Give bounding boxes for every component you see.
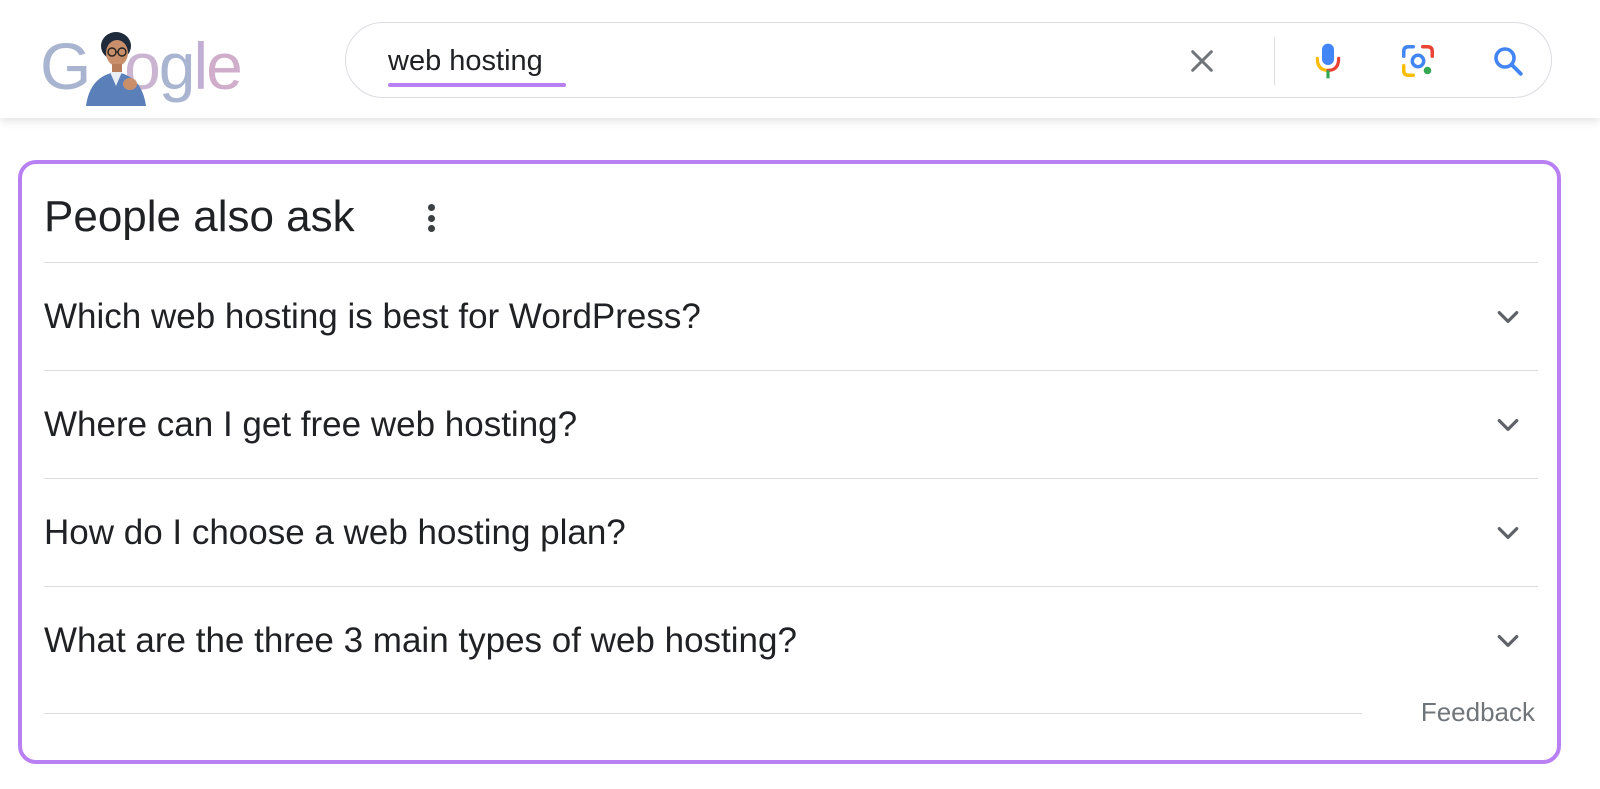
chevron-down-icon xyxy=(1497,635,1519,647)
search-query-highlight xyxy=(388,83,566,87)
question-text: What are the three 3 main types of web h… xyxy=(44,620,797,660)
camera-lens-icon xyxy=(1402,45,1434,77)
question-text: Which web hosting is best for WordPress? xyxy=(44,296,701,336)
people-also-ask-panel: People also ask Which web hosting is bes… xyxy=(18,160,1561,764)
search-box-divider xyxy=(1274,37,1275,85)
more-options-button[interactable] xyxy=(420,200,442,236)
microphone-icon xyxy=(1315,43,1341,79)
paa-question-3[interactable]: How do I choose a web hosting plan? xyxy=(44,479,1538,586)
paa-question-list: Which web hosting is best for WordPress?… xyxy=(44,262,1538,694)
doodle-person-icon xyxy=(86,32,146,106)
expand-question-button[interactable] xyxy=(1490,407,1526,443)
paa-question-4[interactable]: What are the three 3 main types of web h… xyxy=(44,587,1538,694)
question-divider xyxy=(44,262,1538,263)
search-box[interactable]: web hosting xyxy=(345,22,1552,98)
question-divider xyxy=(44,370,1538,371)
question-text: How do I choose a web hosting plan? xyxy=(44,512,626,552)
question-divider xyxy=(44,586,1538,587)
question-text: Where can I get free web hosting? xyxy=(44,404,578,444)
clear-search-button[interactable] xyxy=(1180,39,1224,83)
expand-question-button[interactable] xyxy=(1490,515,1526,551)
search-header: Google web hosting xyxy=(0,0,1600,118)
close-icon xyxy=(1191,50,1213,72)
chevron-down-icon xyxy=(1497,311,1519,323)
search-by-image-button[interactable] xyxy=(1396,39,1440,83)
search-input[interactable]: web hosting xyxy=(388,45,543,77)
more-vert-icon xyxy=(427,204,435,211)
logo-wordmark: Google xyxy=(40,29,243,103)
search-submit-button[interactable] xyxy=(1486,39,1530,83)
expand-question-button[interactable] xyxy=(1490,299,1526,335)
voice-search-button[interactable] xyxy=(1306,39,1350,83)
paa-title: People also ask xyxy=(44,192,355,241)
feedback-link[interactable]: Feedback xyxy=(1420,697,1535,727)
google-doodle-logo[interactable]: Google xyxy=(38,20,248,106)
question-divider xyxy=(44,478,1538,479)
paa-footer-divider xyxy=(44,713,1362,714)
search-icon xyxy=(1494,47,1523,76)
expand-question-button[interactable] xyxy=(1490,623,1526,659)
chevron-down-icon xyxy=(1497,527,1519,539)
chevron-down-icon xyxy=(1497,419,1519,431)
paa-question-2[interactable]: Where can I get free web hosting? xyxy=(44,371,1538,478)
paa-question-1[interactable]: Which web hosting is best for WordPress? xyxy=(44,263,1538,370)
